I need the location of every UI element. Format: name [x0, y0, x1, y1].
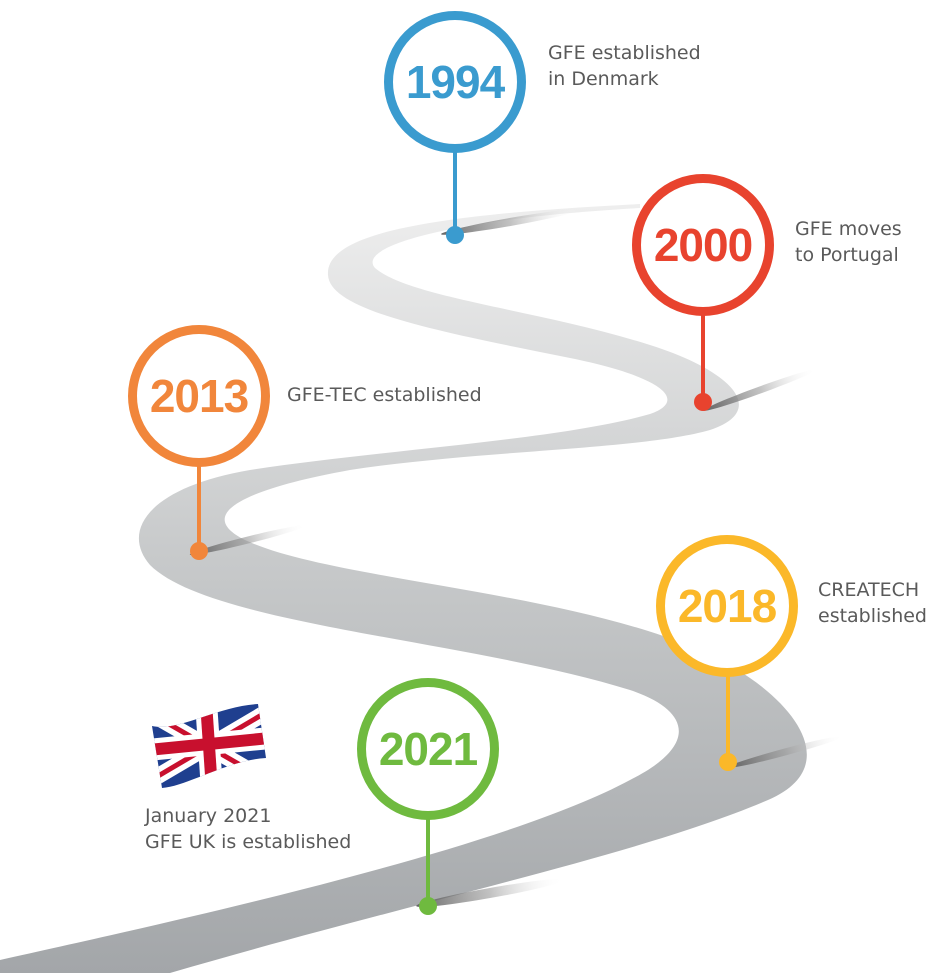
road	[0, 204, 807, 973]
caption-line: GFE-TEC established	[287, 384, 482, 406]
caption-line: CREATECH	[818, 579, 920, 601]
pin-dot	[694, 393, 712, 411]
caption-line: January 2021	[145, 805, 272, 827]
uk-flag-icon	[152, 704, 266, 788]
streak	[416, 879, 564, 907]
streak	[441, 209, 579, 235]
caption-2018: CREATECH established	[818, 577, 927, 629]
caption-line: GFE UK is established	[145, 831, 352, 853]
year-circle-2018: 2018	[656, 535, 798, 677]
caption-line: GFE established	[548, 42, 701, 64]
pin-2021	[419, 818, 437, 915]
pin-2013	[190, 460, 208, 560]
streak	[727, 736, 843, 768]
caption-line: to Portugal	[795, 244, 899, 266]
pin-dot	[190, 542, 208, 560]
year-circle-2000: 2000	[632, 174, 774, 316]
streak	[189, 525, 307, 555]
caption-2013: GFE-TEC established	[287, 382, 482, 408]
caption-line: established	[818, 605, 927, 627]
pin-2000	[694, 312, 712, 411]
pin-dot	[419, 897, 437, 915]
caption-2000: GFE moves to Portugal	[795, 216, 902, 268]
year-circle-1994: 1994	[384, 11, 526, 153]
pin-2018	[719, 672, 737, 771]
pin-dot	[446, 226, 464, 244]
pin-1994	[446, 148, 464, 244]
caption-1994: GFE established in Denmark	[548, 40, 701, 92]
caption-uk: January 2021 GFE UK is established	[145, 803, 351, 855]
streak	[703, 369, 817, 411]
caption-line: GFE moves	[795, 218, 902, 240]
year-circle-2021: 2021	[357, 678, 499, 820]
caption-line: in Denmark	[548, 68, 659, 90]
road-streaks	[189, 209, 843, 907]
pin-dot	[719, 753, 737, 771]
year-circle-2013: 2013	[128, 325, 270, 467]
